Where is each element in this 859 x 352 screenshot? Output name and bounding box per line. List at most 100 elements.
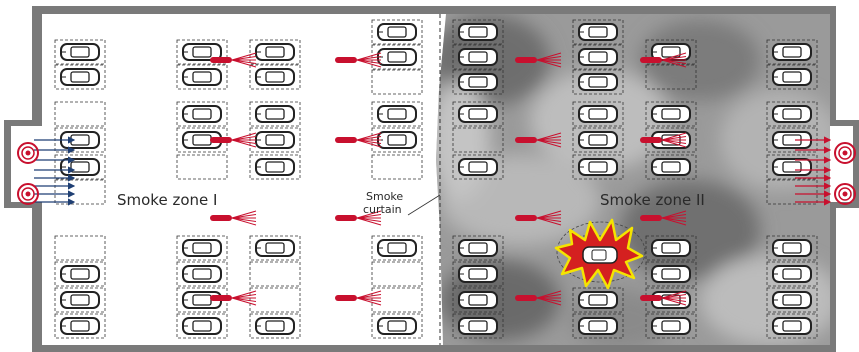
parking-slot <box>572 44 624 70</box>
car-icon <box>651 239 691 257</box>
car-icon <box>578 131 618 149</box>
parking-slot <box>54 64 106 90</box>
car-icon <box>255 68 295 86</box>
parking-slot <box>766 101 818 127</box>
parking-slot <box>452 19 504 45</box>
parking-slot <box>249 64 301 90</box>
parking-slot <box>572 313 624 339</box>
parking-slot <box>452 313 504 339</box>
jet-fan-icon <box>515 290 562 306</box>
jet-fan-icon <box>515 210 562 226</box>
parking-slot <box>249 101 301 127</box>
car-icon <box>651 158 691 176</box>
car-icon <box>255 158 295 176</box>
exhaust-fan-icon <box>834 183 856 205</box>
parking-slot <box>249 235 301 261</box>
parking-slot <box>645 64 697 90</box>
jet-fan-icon <box>210 132 257 148</box>
parking-slot <box>371 261 423 287</box>
car-icon <box>578 317 618 335</box>
car-icon <box>182 265 222 283</box>
exhaust-fan-icon <box>834 142 856 164</box>
car-icon <box>772 291 812 309</box>
car-icon <box>578 158 618 176</box>
parking-slot <box>645 39 697 65</box>
jet-fan-icon <box>515 52 562 68</box>
parking-slot <box>54 154 106 180</box>
parking-slot <box>645 313 697 339</box>
car-icon <box>182 239 222 257</box>
parking-slot <box>766 179 818 205</box>
car-icon <box>458 23 498 41</box>
jet-fan-icon <box>640 290 687 306</box>
parking-slot <box>249 154 301 180</box>
jet-fan-icon <box>210 52 257 68</box>
smoke-curtain-leader-line <box>407 194 441 216</box>
parking-slot <box>452 101 504 127</box>
car-icon <box>458 239 498 257</box>
parking-slot <box>176 261 228 287</box>
parking-slot <box>452 69 504 95</box>
smoke-curtain-label-line2: curtain <box>363 203 402 216</box>
car-icon <box>377 317 417 335</box>
parking-slot <box>54 39 106 65</box>
car-icon <box>377 23 417 41</box>
car-icon <box>772 43 812 61</box>
car-icon <box>182 131 222 149</box>
car-icon <box>772 239 812 257</box>
parking-slot <box>572 19 624 45</box>
parking-slot <box>176 64 228 90</box>
parking-slot <box>54 179 106 205</box>
parking-slot <box>176 39 228 65</box>
car-icon <box>182 43 222 61</box>
car-icon <box>255 105 295 123</box>
jet-fan-icon <box>335 290 382 306</box>
parking-slot <box>371 101 423 127</box>
parking-slot <box>572 127 624 153</box>
parking-slot <box>766 64 818 90</box>
parking-slot <box>572 154 624 180</box>
car-icon <box>458 48 498 66</box>
car-icon <box>255 239 295 257</box>
parking-slot <box>54 261 106 287</box>
car-icon <box>60 43 100 61</box>
parking-slot <box>645 101 697 127</box>
parking-slot <box>452 261 504 287</box>
car-icon <box>458 73 498 91</box>
parking-slot <box>766 313 818 339</box>
parking-slot <box>176 235 228 261</box>
car-icon <box>458 317 498 335</box>
car-icon <box>651 105 691 123</box>
car-icon <box>772 158 812 176</box>
car-icon <box>255 317 295 335</box>
parking-slot <box>645 261 697 287</box>
parking-slot <box>371 235 423 261</box>
car-icon <box>377 131 417 149</box>
parking-slot <box>54 287 106 313</box>
car-icon <box>772 68 812 86</box>
parking-slot <box>371 313 423 339</box>
car-icon <box>772 105 812 123</box>
parking-slot <box>766 154 818 180</box>
parking-slot <box>766 261 818 287</box>
smoke-curtain-label-line1: Smoke <box>366 190 403 203</box>
parking-slot <box>572 101 624 127</box>
car-icon <box>60 291 100 309</box>
car-icon <box>60 158 100 176</box>
car-icon <box>377 239 417 257</box>
parking-slot <box>452 44 504 70</box>
car-icon <box>377 105 417 123</box>
parking-slot <box>371 154 423 180</box>
parking-slot <box>645 235 697 261</box>
car-icon <box>458 105 498 123</box>
jet-fan-icon <box>335 210 382 226</box>
car-icon <box>182 105 222 123</box>
jet-fan-icon <box>210 210 257 226</box>
car-icon <box>377 48 417 66</box>
car-icon <box>458 265 498 283</box>
car-icon <box>255 131 295 149</box>
parking-slot <box>54 101 106 127</box>
burning-car-icon <box>554 218 646 290</box>
